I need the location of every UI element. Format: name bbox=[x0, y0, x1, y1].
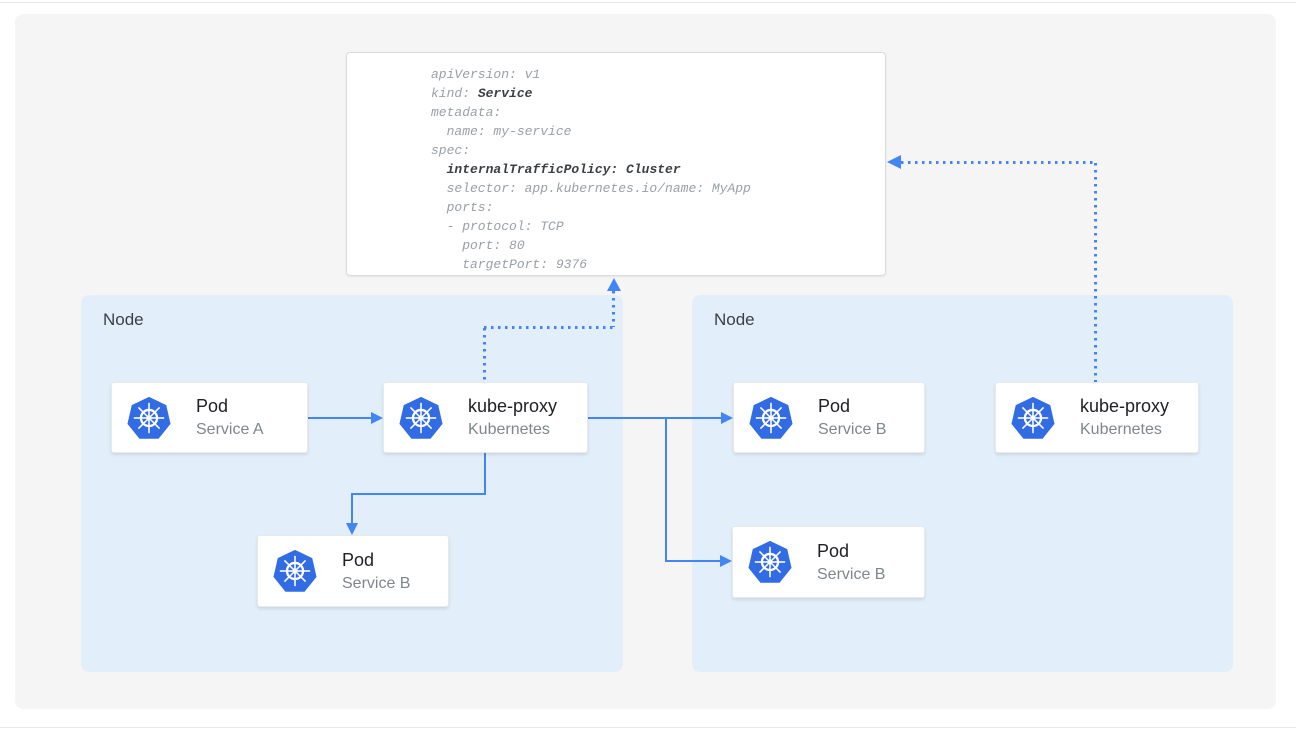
card-subtitle: Kubernetes bbox=[468, 421, 550, 438]
arrow-line-pod-a-to-kube-proxy bbox=[308, 417, 371, 419]
arrowhead-into-kube-proxy bbox=[371, 412, 383, 424]
yaml-line-selector: selector: app.kubernetes.io/name: MyApp bbox=[431, 181, 751, 196]
card-subtitle: Service B bbox=[818, 421, 887, 438]
yaml-line-spec: spec: bbox=[431, 143, 471, 158]
card-subtitle: Kubernetes bbox=[1080, 421, 1162, 438]
card-title: kube-proxy bbox=[1080, 396, 1170, 416]
arrowhead-into-pod-b-right-top bbox=[721, 412, 733, 424]
yaml-line-ports: ports: bbox=[431, 200, 494, 215]
kubernetes-icon bbox=[126, 395, 172, 441]
card-title: kube-proxy bbox=[468, 396, 558, 416]
kube-proxy-down-line bbox=[484, 453, 486, 495]
yaml-line-kind: kind: Service bbox=[431, 86, 533, 101]
branch-line-vertical bbox=[665, 418, 667, 562]
dotted-line-kube-proxy-right-across bbox=[901, 161, 1096, 164]
dotted-arrowhead-into-yaml-right bbox=[887, 155, 901, 169]
dotted-line-kube-proxy-left-across bbox=[484, 326, 615, 329]
branch-line-horizontal bbox=[665, 560, 721, 562]
card-title: Pod bbox=[196, 396, 229, 416]
kube-proxy-left-line bbox=[351, 493, 486, 495]
arrowhead-into-pod-b-left bbox=[346, 523, 358, 535]
card-subtitle: Service A bbox=[196, 421, 264, 438]
arrow-line-kube-proxy-to-pod-b-right-top bbox=[588, 417, 722, 419]
yaml-line-metadata: metadata: bbox=[431, 105, 502, 120]
kube-proxy-down-line-2 bbox=[351, 495, 353, 524]
arrowhead-into-pod-b-right-bottom bbox=[720, 555, 732, 567]
card-pod-service-b-right-bottom: Pod Service B bbox=[732, 526, 925, 598]
card-pod-service-b-right-top: Pod Service B bbox=[733, 382, 925, 453]
yaml-line-name: name: my-service bbox=[431, 124, 572, 139]
card-title: Pod bbox=[817, 540, 850, 561]
card-title: Pod bbox=[342, 549, 375, 570]
kubernetes-icon bbox=[747, 539, 793, 585]
card-pod-service-a: Pod Service A bbox=[111, 382, 308, 453]
kubernetes-icon bbox=[272, 548, 318, 594]
card-subtitle: Service B bbox=[342, 574, 411, 592]
dotted-line-kube-proxy-right-up bbox=[1094, 163, 1097, 382]
bottom-divider bbox=[0, 727, 1296, 728]
dotted-line-kube-proxy-left-up bbox=[483, 328, 486, 382]
service-yaml-box: apiVersion: v1 kind: Service metadata: n… bbox=[346, 52, 886, 276]
card-subtitle: Service B bbox=[817, 565, 886, 583]
yaml-line-targetport: targetPort: 9376 bbox=[431, 257, 588, 272]
dotted-line-kube-proxy-left-up-2 bbox=[612, 291, 615, 327]
card-pod-service-b-left: Pod Service B bbox=[257, 535, 449, 607]
kubernetes-icon bbox=[748, 395, 794, 441]
node-box-right: Node bbox=[692, 295, 1233, 672]
yaml-line-apiversion: apiVersion: v1 bbox=[431, 67, 541, 82]
yaml-line-internal-traffic-policy: internalTrafficPolicy: Cluster bbox=[446, 162, 681, 177]
kubernetes-icon bbox=[1010, 395, 1056, 441]
diagram-canvas: Node Node apiVersion: v1 kind: Service m… bbox=[15, 14, 1276, 709]
card-kube-proxy-right: kube-proxy Kubernetes bbox=[995, 382, 1199, 453]
node-label: Node bbox=[103, 310, 144, 329]
top-divider bbox=[0, 2, 1296, 3]
yaml-line-protocol: - protocol: TCP bbox=[431, 219, 564, 234]
dotted-arrowhead-into-yaml-bottom bbox=[607, 278, 621, 291]
card-kube-proxy-left: kube-proxy Kubernetes bbox=[383, 382, 588, 453]
card-title: Pod bbox=[818, 396, 851, 416]
yaml-line-port: port: 80 bbox=[431, 238, 525, 253]
kubernetes-icon bbox=[398, 395, 444, 441]
node-box-left: Node bbox=[81, 295, 623, 672]
node-label: Node bbox=[714, 310, 755, 329]
